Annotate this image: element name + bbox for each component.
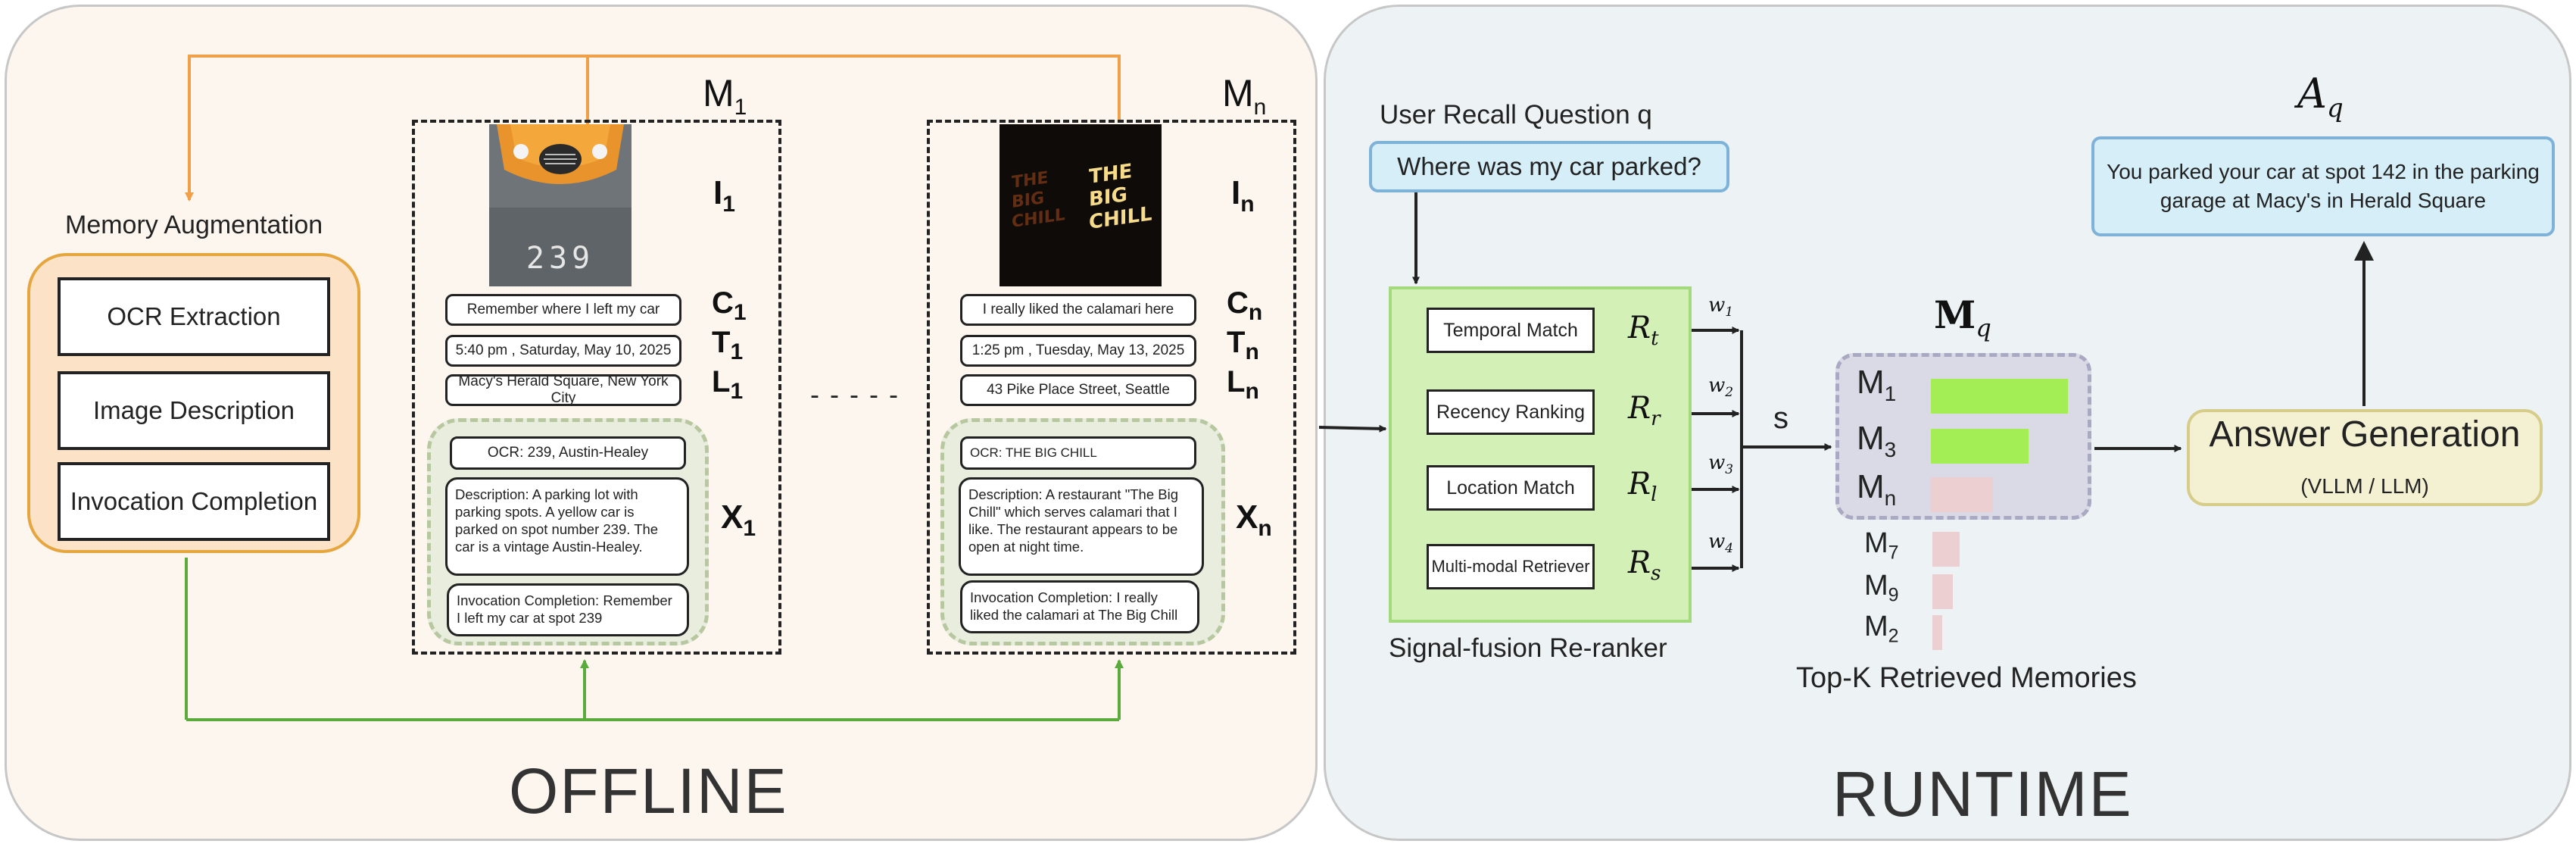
retrieved-set-symbol: Mq (1934, 292, 1991, 342)
memory-n-caption: I really liked the calamari here (960, 294, 1196, 326)
retrieved-label-3: M3 (1857, 420, 1897, 461)
memory-1-time-symbol: T1 (712, 326, 744, 364)
memory-n-time-symbol: Tn (1227, 326, 1259, 364)
retrieved-label-9: M9 (1864, 570, 1899, 606)
memory-1-caption: Remember where I left my car (445, 294, 681, 326)
memory-n-caption-symbol: Cn (1227, 286, 1263, 325)
augmentation-title: Memory Augmentation (65, 211, 323, 239)
memory-1-ocr: OCR: 239, Austin-Healey (450, 436, 686, 470)
memory-ellipsis: - - - - - (810, 379, 900, 410)
retrieved-label-7: M7 (1864, 527, 1899, 564)
memory-n-frame (927, 120, 1296, 655)
memory-1-label: M1 (703, 72, 747, 120)
fused-score-label: s (1773, 402, 1789, 435)
answer-generation-title: Answer Generation (2209, 414, 2521, 455)
temporal-score-symbol: Rt (1628, 311, 1659, 350)
recency-score-symbol: Rr (1628, 391, 1661, 430)
score-bar-m9 (1932, 574, 1953, 609)
memory-n-ocr: OCR: THE BIG CHILL (960, 436, 1196, 470)
answer-generation-box (2187, 409, 2543, 506)
memory-1-x-symbol: X1 (721, 499, 756, 541)
temporal-match-signal: Temporal Match (1427, 308, 1595, 353)
runtime-arrows (1318, 192, 2374, 572)
weight-1: w1 (1708, 294, 1734, 320)
memory-1-image-symbol: I1 (713, 174, 735, 217)
score-bar-m2 (1932, 615, 1942, 650)
memory-1-description: Description: A parking lot with parking … (445, 477, 689, 576)
location-match-signal: Location Match (1427, 465, 1595, 511)
score-bar-m1 (1931, 379, 2068, 414)
invocation-completion-step: Invocation Completion (58, 462, 330, 541)
memory-1-location: Macy's Herald Square, New York City (445, 373, 681, 406)
memory-1-photo: 239 (489, 124, 632, 286)
memory-n-description: Description: A restaurant "The Big Chill… (959, 477, 1204, 576)
memory-n-time: 1:25 pm , Tuesday, May 13, 2025 (960, 335, 1196, 367)
reflection-word-2: BIG (1012, 188, 1044, 212)
score-bar-mn (1931, 477, 1993, 512)
memory-1-frame (412, 120, 781, 655)
answer-symbol: Aq (2297, 70, 2344, 123)
answer-box: You parked your car at spot 142 in the p… (2091, 136, 2555, 236)
score-bar-m7 (1932, 532, 1960, 567)
weight-4: w4 (1708, 530, 1734, 557)
retrieved-label-2: M2 (1864, 611, 1899, 647)
memory-n-label: Mn (1222, 72, 1267, 120)
memory-1-caption-symbol: C1 (712, 286, 747, 325)
retrieved-title: Top-K Retrieved Memories (1796, 662, 2137, 694)
memory-n-invocation: Invocation Completion: I really liked th… (960, 580, 1199, 633)
fusion-title: Signal-fusion Re-ranker (1389, 633, 1667, 663)
multimodal-score-symbol: Rs (1628, 545, 1661, 585)
memory-1-location-symbol: L1 (712, 365, 744, 404)
question-title: User Recall Question q (1380, 100, 1652, 130)
memory-n-x-symbol: Xn (1236, 499, 1272, 541)
augmented-feedback-arrow (185, 558, 1124, 721)
memory-1-invocation: Invocation Completion: Remember I left m… (447, 583, 689, 636)
parking-spot-number: 239 (526, 241, 594, 276)
memory-n-location: 43 Pike Place Street, Seattle (960, 374, 1196, 406)
question-box: Where was my car parked? (1369, 141, 1729, 192)
answer-generation-subtitle: (VLLM / LLM) (2300, 474, 2429, 498)
sign-word-2: BIG (1089, 183, 1127, 211)
runtime-label: RUNTIME (1832, 758, 2133, 830)
image-description-step: Image Description (58, 371, 330, 450)
retrieved-label-1: M1 (1857, 364, 1897, 405)
recency-ranking-signal: Recency Ranking (1427, 389, 1595, 435)
memory-n-photo: THE BIG CHILL THE BIG CHILL (1000, 124, 1162, 286)
memory-n-image-symbol: In (1231, 174, 1255, 217)
weight-3: w3 (1708, 452, 1734, 478)
location-score-symbol: Rl (1628, 467, 1658, 506)
score-bar-m3 (1931, 429, 2029, 464)
memory-n-location-symbol: Ln (1227, 365, 1259, 404)
weight-2: w2 (1708, 374, 1734, 401)
multimodal-retriever-signal: Multi-modal Retriever (1427, 544, 1595, 589)
augmentation-arrow (185, 55, 1121, 202)
ocr-extraction-step: OCR Extraction (58, 277, 330, 356)
offline-label: OFFLINE (509, 755, 788, 827)
retrieved-label-n: Mn (1857, 468, 1897, 510)
memory-1-time: 5:40 pm , Saturday, May 10, 2025 (445, 335, 681, 367)
